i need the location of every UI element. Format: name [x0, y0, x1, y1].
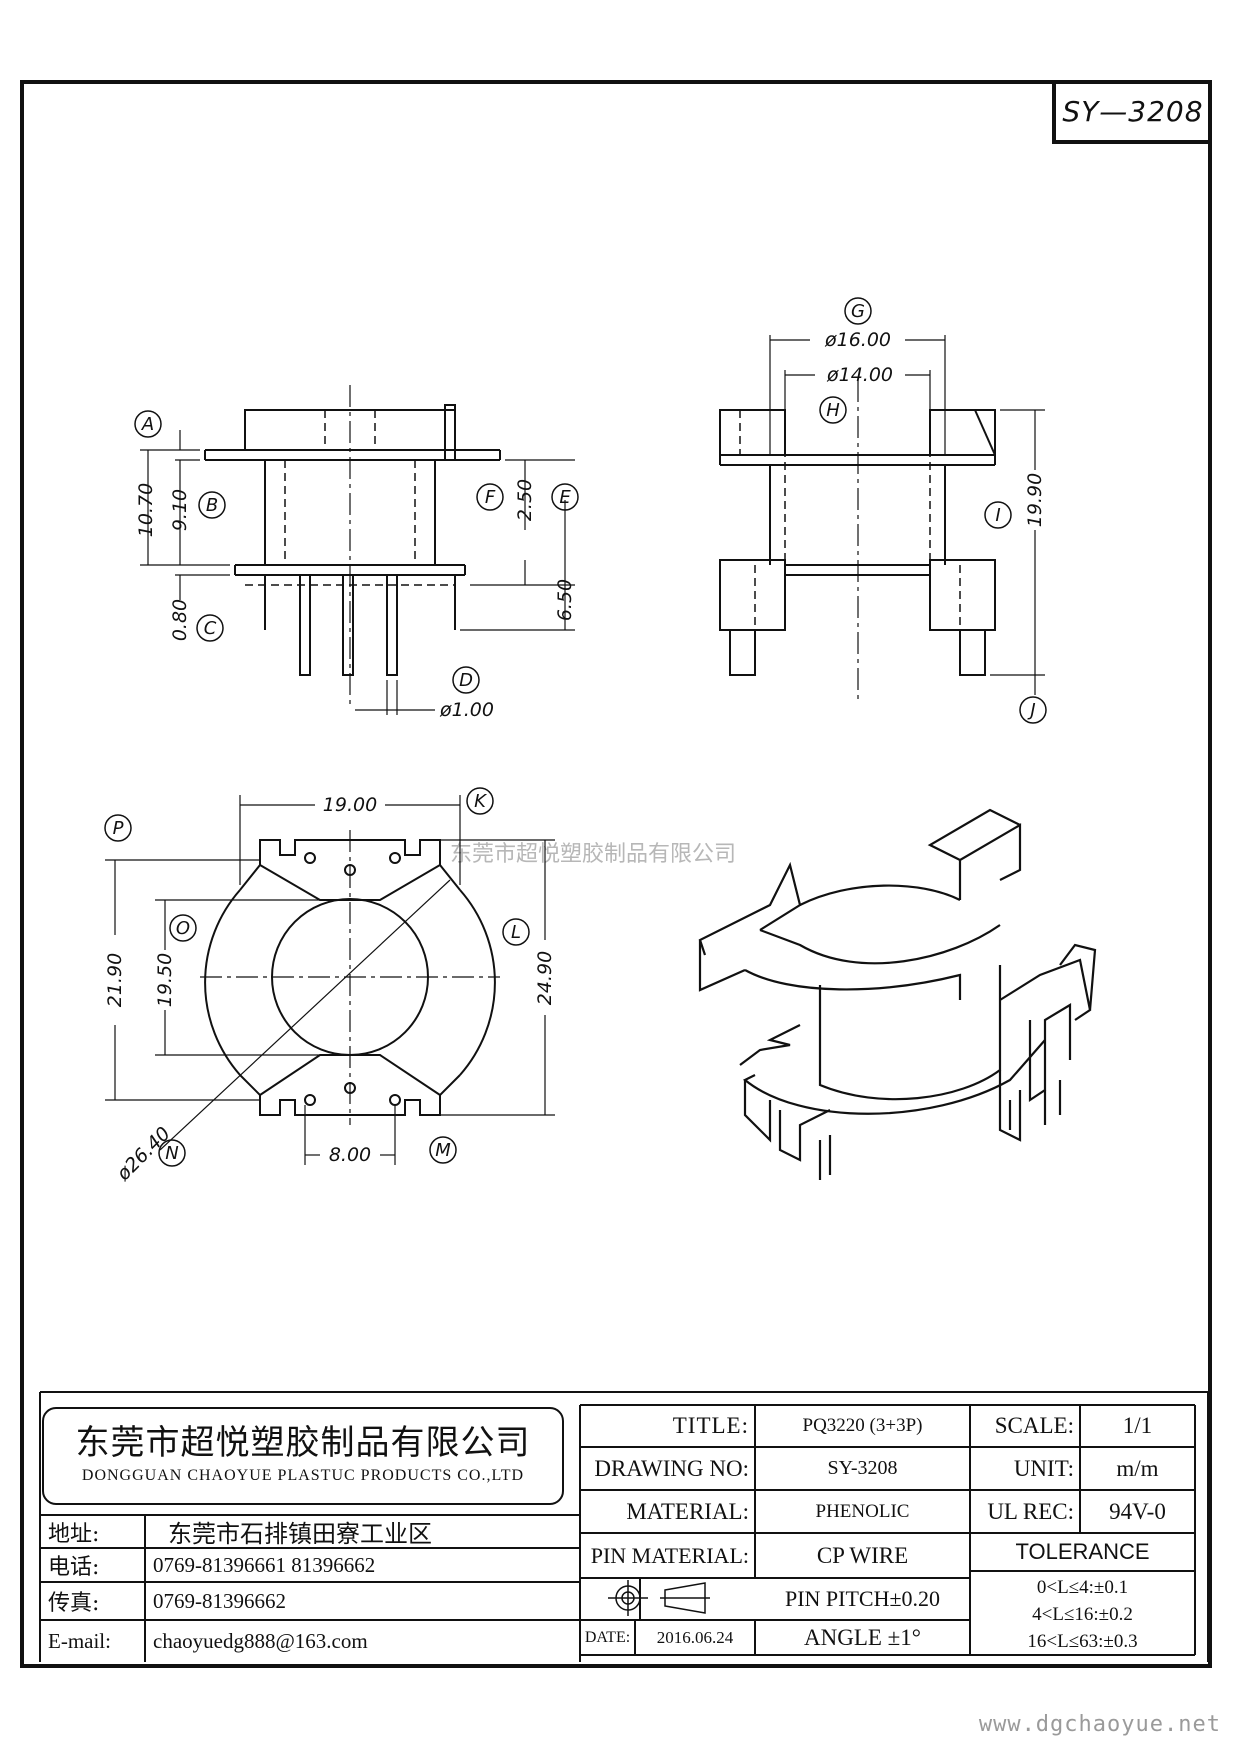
callout-n: N [165, 1143, 178, 1164]
dim-2-50: 2.50 [514, 479, 536, 521]
dim-diameter-1-00: ø1.00 [439, 699, 494, 721]
unit-value: m/m [1116, 1455, 1159, 1481]
isometric-view [698, 808, 1097, 1180]
drawing-no-value: SY-3208 [827, 1457, 898, 1479]
dim-6-50: 6.50 [554, 579, 576, 621]
bottom-view [105, 795, 555, 1165]
projection-symbol-icon [608, 1580, 710, 1616]
date-value: 2016.06.24 [656, 1627, 734, 1647]
fax-value: 0769-81396662 [153, 1588, 286, 1613]
callout-p: P [113, 818, 124, 839]
callout-e: E [559, 487, 571, 508]
tolerance-row-1: 0<L≤4:±0.1 [1036, 1576, 1129, 1598]
website-watermark: www.dgchaoyue.net [978, 1712, 1221, 1737]
tolerance-label: TOLERANCE [1015, 1539, 1150, 1564]
dim-10-70: 10.70 [135, 483, 157, 537]
ul-label: UL REC: [987, 1498, 1074, 1524]
callout-c: C [204, 618, 217, 639]
material-value: PHENOLIC [815, 1500, 910, 1522]
tolerance-row-2: 4<L≤16:±0.2 [1032, 1603, 1133, 1625]
email-label: E-mail: [48, 1628, 111, 1653]
drawing-code-box: SY—3208 [1052, 82, 1210, 144]
dimension-labels: 10.70 9.10 0.80 2.50 6.50 ø1.00 ø16.00 ø… [104, 329, 1046, 1186]
dim-8-00: 8.00 [329, 1144, 371, 1166]
company-header-box: 东莞市超悦塑胶制品有限公司 DONGGUAN CHAOYUE PLASTUC P… [42, 1407, 564, 1505]
ul-value: 94V-0 [1109, 1498, 1166, 1524]
callout-o: O [176, 918, 190, 939]
address-label: 地址: [48, 1521, 100, 1547]
dim-diameter-16-00: ø16.00 [824, 329, 891, 351]
drawing-border [20, 80, 1212, 1668]
dim-9-10: 9.10 [169, 489, 191, 531]
callout-letters: A B C D E F G H I J K L M N O P [113, 301, 1036, 1164]
front-view [140, 385, 575, 715]
angle: ANGLE ±1° [804, 1624, 921, 1650]
callout-g: G [851, 301, 865, 322]
callout-k: K [474, 791, 487, 812]
dim-diameter-14-00: ø14.00 [826, 364, 893, 386]
title-value: PQ3220 (3+3P) [802, 1415, 923, 1436]
dim-19-00: 19.00 [323, 794, 377, 816]
dim-19-90: 19.90 [1024, 473, 1046, 527]
callout-b: B [206, 495, 218, 516]
phone-label: 电话: [48, 1555, 100, 1580]
title-block-grid [39, 1391, 1209, 1662]
callout-a: A [141, 414, 154, 435]
callout-h: H [826, 400, 840, 421]
dim-19-50: 19.50 [154, 953, 176, 1007]
fax-label: 传真: [48, 1591, 100, 1616]
title-label: TITLE: [672, 1413, 749, 1438]
callout-f: F [485, 487, 496, 508]
phone-value: 0769-81396661 81396662 [153, 1552, 376, 1577]
side-view [719, 335, 1045, 700]
company-name-cn: 东莞市超悦塑胶制品有限公司 [75, 1423, 531, 1463]
drawing-code: SY—3208 [1062, 94, 1204, 128]
dim-0-80: 0.80 [169, 599, 191, 641]
watermark: 东莞市超悦塑胶制品有限公司 [450, 842, 737, 867]
unit-label: UNIT: [1013, 1455, 1074, 1481]
callout-l: L [511, 922, 521, 943]
email-value: chaoyuedg888@163.com [153, 1628, 368, 1653]
pin-pitch: PIN PITCH±0.20 [784, 1586, 941, 1611]
scale-value: 1/1 [1122, 1413, 1153, 1438]
pin-material-label: PIN MATERIAL: [590, 1542, 749, 1568]
scale-label: SCALE: [994, 1413, 1074, 1438]
pin-material-value: CP WIRE [816, 1542, 909, 1568]
callouts [104, 297, 1047, 1167]
date-label: DATE: [584, 1628, 631, 1646]
address-value: 东莞市石排镇田寮工业区 [168, 1520, 432, 1548]
drawing-no-label: DRAWING NO: [594, 1455, 749, 1481]
material-label: MATERIAL: [626, 1498, 749, 1524]
dim-24-90: 24.90 [534, 951, 556, 1005]
dim-21-90: 21.90 [104, 953, 126, 1007]
callout-d: D [459, 670, 473, 691]
callout-m: M [435, 1140, 451, 1161]
callout-i: I [995, 505, 1000, 526]
callout-j: J [1027, 700, 1035, 721]
company-name-en: DONGGUAN CHAOYUE PLASTUC PRODUCTS CO.,LT… [81, 1467, 525, 1484]
tolerance-row-3: 16<L≤63:±0.3 [1027, 1630, 1138, 1652]
